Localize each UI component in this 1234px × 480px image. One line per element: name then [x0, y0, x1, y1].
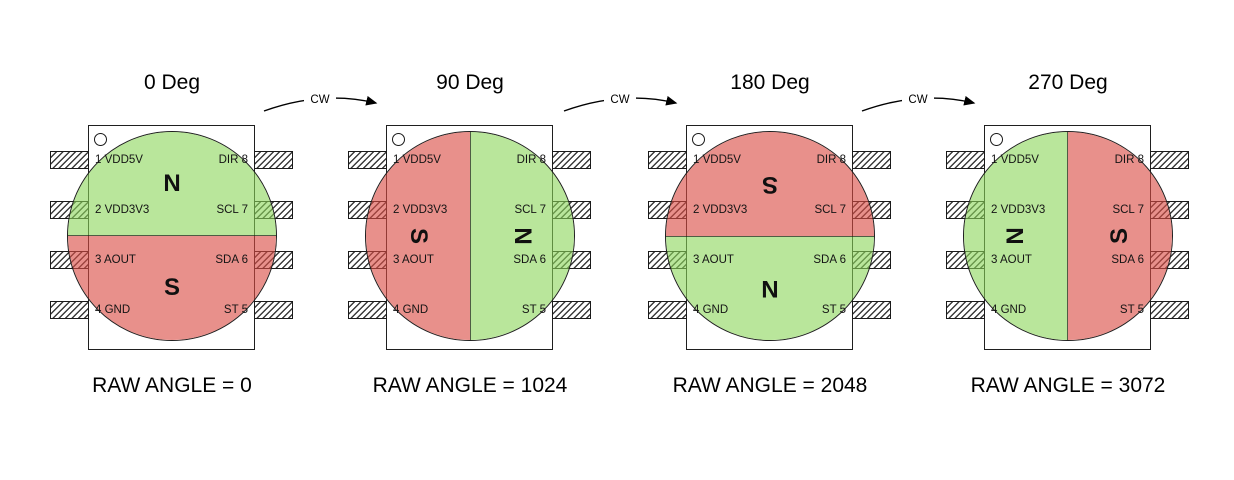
pin-label-st: ST 5 [223, 304, 248, 316]
angle-title: 270 Deg [1028, 71, 1108, 94]
pin-label-st: ST 5 [821, 304, 846, 316]
north-pole-label: N [509, 227, 537, 245]
raw-angle-value: RAW ANGLE = 1024 [372, 374, 568, 397]
raw-angle-value: RAW ANGLE = 0 [92, 374, 252, 397]
pin-label-sda: SDA 6 [215, 254, 248, 266]
pin-label-aout: 3 AOUT [95, 254, 136, 266]
cw-label-backplate [604, 92, 636, 106]
rotation-state-90deg: 90 Deg N S 1 VDD5V 2 VDD3V3 3 AOUT 4 GND… [320, 0, 620, 480]
pin-label-st: ST 5 [1119, 304, 1144, 316]
cw-label-backplate [902, 92, 934, 106]
pin-label-vdd3v3: 2 VDD3V3 [393, 204, 448, 216]
pin-label-vdd5v: 1 VDD5V [95, 154, 143, 166]
cw-label: CW [908, 94, 927, 106]
cw-label: CW [310, 94, 329, 106]
pin-label-sda: SDA 6 [1111, 254, 1144, 266]
magnet-north-half: N [68, 132, 276, 236]
pin-label-vdd3v3: 2 VDD3V3 [95, 204, 150, 216]
rotation-state-270deg: 270 Deg N S 1 VDD5V 2 VDD3V3 3 AOUT 4 GN… [918, 0, 1218, 480]
pin-label-sda: SDA 6 [813, 254, 846, 266]
pin-label-vdd5v: 1 VDD5V [693, 154, 741, 166]
south-pole-label: S [405, 227, 432, 244]
cw-label: CW [610, 94, 629, 106]
pin-label-vdd5v: 1 VDD5V [393, 154, 441, 166]
pin-label-scl: SCL 7 [216, 204, 248, 216]
pin-label-scl: SCL 7 [514, 204, 546, 216]
pin-label-vdd3v3: 2 VDD3V3 [693, 204, 748, 216]
pin-label-vdd3v3: 2 VDD3V3 [991, 204, 1046, 216]
pin-label-dir: DIR 8 [1114, 154, 1144, 166]
north-pole-label: N [761, 275, 779, 303]
cw-label-backplate [304, 92, 336, 106]
magnet-south-half: S [68, 236, 276, 340]
south-pole-label: S [163, 274, 180, 301]
pin-label-scl: SCL 7 [1112, 204, 1144, 216]
cw-arrow: CW [263, 92, 378, 112]
raw-angle-value: RAW ANGLE = 2048 [672, 374, 868, 397]
pin-label-vdd5v: 1 VDD5V [991, 154, 1039, 166]
angle-title: 90 Deg [436, 71, 504, 94]
pin-label-dir: DIR 8 [816, 154, 846, 166]
angle-title: 180 Deg [730, 71, 810, 94]
pin1-indicator-dot [990, 133, 1003, 146]
north-pole-label: N [1001, 227, 1029, 245]
rotation-state-180deg: 180 Deg N S 1 VDD5V 2 VDD3V3 3 AOUT 4 GN… [620, 0, 920, 480]
pin-label-dir: DIR 8 [516, 154, 546, 166]
cw-arrow: CW [861, 92, 976, 112]
pin-label-scl: SCL 7 [814, 204, 846, 216]
magnet-south-half: S [666, 132, 874, 236]
south-pole-label: S [762, 171, 779, 198]
north-pole-label: N [163, 169, 181, 197]
pin1-indicator-dot [692, 133, 705, 146]
pin-label-aout: 3 AOUT [991, 254, 1032, 266]
pin-label-gnd: 4 GND [95, 304, 131, 316]
raw-angle-value: RAW ANGLE = 3072 [970, 374, 1166, 397]
pin-label-dir: DIR 8 [218, 154, 248, 166]
pin-label-gnd: 4 GND [393, 304, 429, 316]
pin-label-gnd: 4 GND [693, 304, 729, 316]
pin-label-gnd: 4 GND [991, 304, 1027, 316]
pin-label-aout: 3 AOUT [693, 254, 734, 266]
cw-arrow: CW [563, 92, 678, 112]
pin-label-sda: SDA 6 [513, 254, 546, 266]
pin-label-st: ST 5 [521, 304, 546, 316]
south-pole-label: S [1106, 228, 1133, 245]
pin1-indicator-dot [392, 133, 405, 146]
rotation-state-0deg: 0 Deg N S 1 VDD5V 2 VDD3V3 3 AOUT 4 GND … [22, 0, 322, 480]
angle-title: 0 Deg [143, 71, 201, 94]
diametric-magnet: N S [67, 131, 277, 341]
pin1-indicator-dot [94, 133, 107, 146]
pin-label-aout: 3 AOUT [393, 254, 434, 266]
